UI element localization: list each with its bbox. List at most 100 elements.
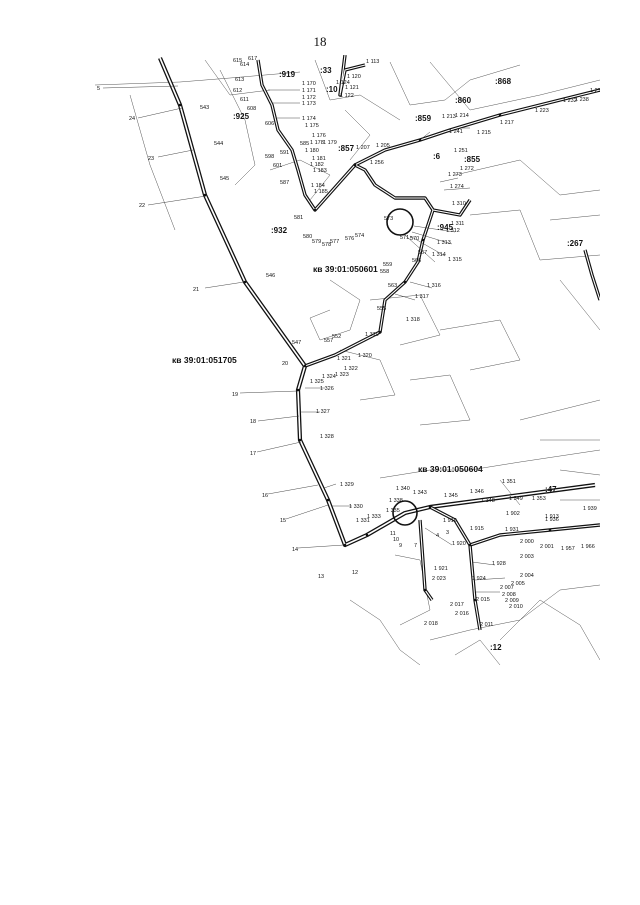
point-label: 591: [280, 150, 289, 156]
parcel-label: :868: [495, 77, 512, 86]
point-label: 12: [352, 570, 358, 576]
point-label: 1 256: [370, 160, 384, 166]
point-label: 566: [412, 258, 421, 264]
point-label: 1 319: [365, 332, 379, 338]
point-label: 2 007: [500, 585, 514, 591]
point-label: 1 214: [455, 113, 469, 119]
point-label: 2 005: [511, 581, 525, 587]
point-label: 1 207: [356, 145, 370, 151]
parcel-label: :10: [326, 85, 338, 94]
point-label: 14: [292, 547, 298, 553]
point-label: 1 323: [335, 372, 349, 378]
point-label: 559: [383, 262, 392, 268]
parcel-label: :857: [338, 144, 355, 153]
point-label: 18: [250, 419, 256, 425]
point-label: 547: [292, 340, 301, 346]
point-label: 545: [220, 176, 229, 182]
point-label: 570: [410, 236, 419, 242]
point-label: 1 124: [336, 80, 350, 86]
point-label: 578: [322, 242, 331, 248]
point-label: 1 316: [427, 283, 441, 289]
point-label: 580: [303, 234, 312, 240]
parcel-label: :47: [545, 485, 557, 494]
point-label: 19: [232, 392, 238, 398]
point-label: 1 351: [502, 479, 516, 485]
point-label: 563: [388, 283, 397, 289]
block-label: кв 39:01:050604: [418, 464, 483, 474]
point-label: 1 176: [312, 133, 326, 139]
block-label: кв 39:01:050601: [313, 264, 378, 274]
point-label: 22: [139, 203, 145, 209]
point-label: 1 217: [500, 120, 514, 126]
point-label: 608: [247, 106, 256, 112]
point-label: 1 185: [314, 189, 328, 195]
point-label: 9: [399, 543, 402, 549]
point-label: 4: [436, 533, 439, 539]
parcel-label: :12: [490, 643, 502, 652]
point-label: 1 213: [442, 114, 456, 120]
point-label: 601: [273, 163, 282, 169]
block-label: кв 39:01:051705: [172, 355, 237, 365]
point-label: 2 017: [450, 602, 464, 608]
point-label: 1 920: [452, 541, 466, 547]
point-label: 10: [393, 537, 399, 543]
point-label: 1 178: [310, 140, 324, 146]
parcel-label: :932: [271, 226, 288, 235]
point-label: 1 321: [337, 356, 351, 362]
point-label: 2 011: [480, 622, 493, 628]
point-label: 1 313: [437, 240, 451, 246]
point-label: 612: [233, 88, 242, 94]
point-label: 1 327: [316, 409, 330, 415]
point-label: 1 353: [532, 496, 546, 502]
point-label: 1 322: [344, 366, 358, 372]
point-label: 1 349: [509, 496, 523, 502]
point-label: 1 120: [347, 74, 361, 80]
point-label: 552: [332, 334, 341, 340]
point-label: 1 936: [545, 517, 559, 523]
point-label: 1 238: [575, 97, 589, 103]
point-label: 585: [300, 141, 309, 147]
point-label: 21: [193, 287, 199, 293]
point-label: 1 924: [472, 576, 486, 582]
point-label: 2 015: [476, 597, 490, 603]
point-label: 1 171: [302, 88, 316, 94]
point-label: 1 182: [310, 162, 324, 168]
point-label: 1 274: [450, 184, 464, 190]
point-label: 581: [294, 215, 303, 221]
page-number: 18: [313, 34, 327, 49]
point-label: 555: [377, 306, 386, 312]
block-labels: кв 39:01:050601 кв 39:01:051705 кв 39:01…: [172, 264, 483, 474]
parcel-label: :855: [464, 155, 481, 164]
point-label: 3: [446, 530, 449, 536]
point-label: 13: [318, 574, 324, 580]
point-label: 1 345: [444, 493, 458, 499]
point-label: 1 173: [302, 101, 316, 107]
point-label: 2 001: [540, 544, 554, 550]
point-label: 1 113: [366, 59, 379, 65]
point-label: 1 335: [386, 508, 400, 514]
point-label: 2 023: [432, 576, 446, 582]
parcel-labels: :868 :860 :859 :857 :925 :932 :945 :855 …: [233, 66, 584, 652]
point-label: 1 329: [340, 482, 354, 488]
point-label: 1 215: [477, 130, 491, 136]
point-label: 2 018: [424, 621, 438, 627]
point-label: 5: [97, 86, 100, 92]
point-label: 1 121: [345, 85, 359, 91]
route-vertices: [178, 103, 552, 602]
point-label: 1 915: [470, 526, 484, 532]
point-label: 573: [384, 216, 393, 222]
point-label: 1 324: [322, 374, 336, 380]
point-label: 587: [280, 180, 289, 186]
point-label: 574: [355, 233, 364, 239]
parcel-label: :859: [415, 114, 432, 123]
point-label: 1 223: [535, 108, 549, 114]
point-label: 1 181: [312, 156, 326, 162]
leader-lines: [102, 85, 506, 593]
point-label: 11: [390, 531, 396, 537]
point-label: 567: [418, 250, 427, 256]
point-label: 1 921: [434, 566, 448, 572]
parcel-boundaries: [94, 59, 600, 665]
parcel-label: :925: [233, 112, 250, 121]
point-label: 1 333: [367, 514, 381, 520]
point-label: 611: [240, 97, 249, 103]
